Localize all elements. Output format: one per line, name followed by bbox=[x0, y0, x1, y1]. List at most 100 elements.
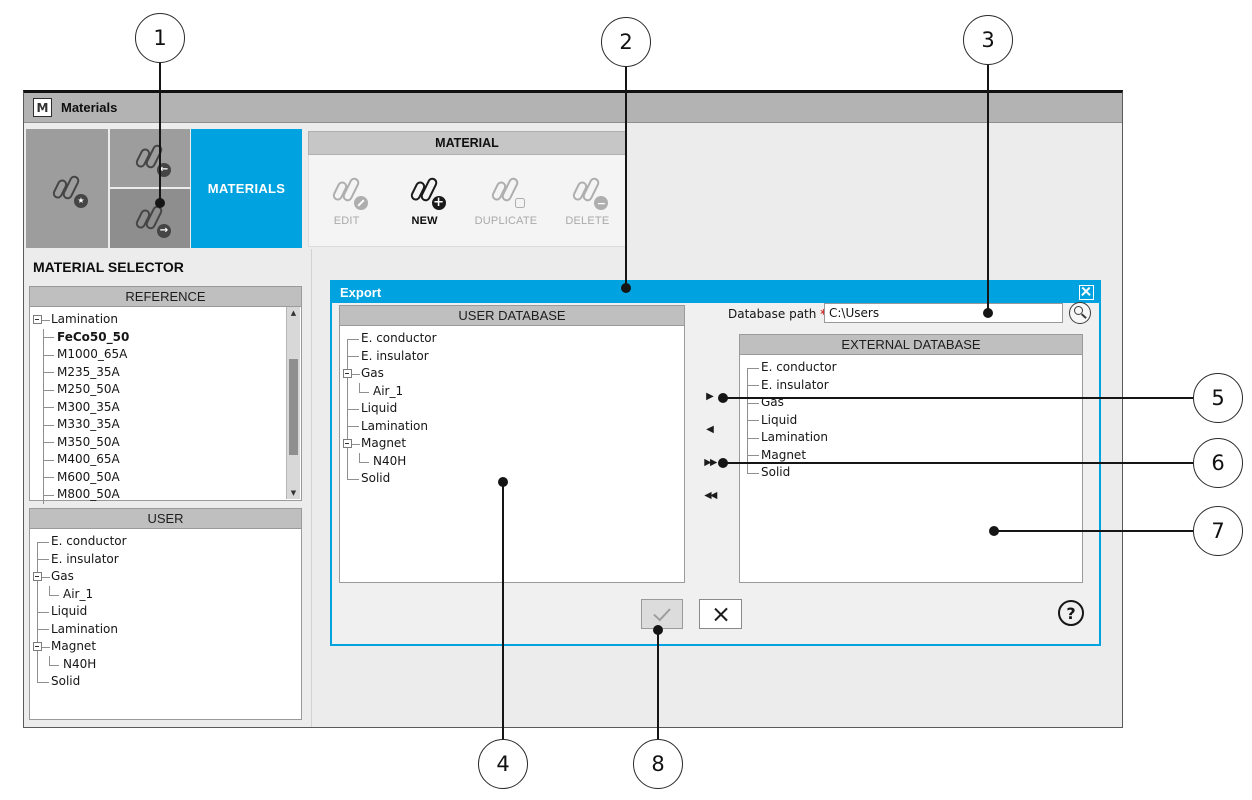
external-database-tree: E. conductor E. insulator Gas bbox=[740, 355, 1082, 482]
tree-item[interactable]: E. insulator bbox=[740, 376, 1082, 394]
material-group-button[interactable]: DELETE bbox=[559, 174, 615, 227]
tree-collapse-box-icon[interactable] bbox=[32, 315, 42, 324]
callout-circle-3: 3 bbox=[963, 15, 1013, 65]
database-path-input[interactable] bbox=[824, 303, 1063, 323]
tree-item[interactable]: M235_35A bbox=[30, 363, 287, 381]
transfer-arrow-button[interactable]: ▶▶ bbox=[704, 456, 717, 468]
tree-item[interactable]: Magnet bbox=[740, 446, 1082, 464]
transfer-arrow-button[interactable]: ◀◀ bbox=[704, 489, 717, 501]
tree-item-label: Gas bbox=[51, 569, 74, 583]
ribbon: MATERIALS MATERIAL EDIT bbox=[24, 122, 1122, 249]
tree-connector-tick bbox=[347, 356, 359, 357]
tree-item[interactable]: M800_50A bbox=[30, 486, 287, 504]
tree-item[interactable]: Lamination bbox=[30, 620, 301, 638]
help-icon[interactable]: ? bbox=[1058, 600, 1084, 626]
tree-item[interactable]: E. conductor bbox=[740, 359, 1082, 377]
tree-item[interactable]: M300_35A bbox=[30, 398, 287, 416]
tree-item[interactable]: Gas bbox=[740, 394, 1082, 412]
scrollbar-thumb[interactable] bbox=[288, 359, 298, 455]
tree-connector-tick bbox=[43, 372, 54, 373]
material-group-button[interactable]: DUPLICATE bbox=[475, 174, 538, 227]
callout-circle-2: 2 bbox=[601, 17, 651, 67]
close-icon[interactable] bbox=[1079, 284, 1094, 300]
tree-connector-tick bbox=[37, 559, 49, 560]
tree-item[interactable]: E. conductor bbox=[30, 533, 301, 551]
import-materials-button[interactable] bbox=[110, 129, 190, 187]
tree-connector-line bbox=[37, 655, 38, 673]
tree-collapse-box-icon[interactable] bbox=[32, 642, 42, 651]
tree-collapse-box-icon[interactable] bbox=[342, 369, 352, 378]
tree-item[interactable]: M1000_65A bbox=[30, 346, 287, 364]
tree-item[interactable]: Solid bbox=[740, 464, 1082, 482]
material-group-button[interactable]: EDIT bbox=[319, 174, 375, 227]
database-path-label: Database path * bbox=[728, 307, 826, 321]
tree-connector-tick bbox=[347, 426, 359, 427]
tree-item[interactable]: M330_35A bbox=[30, 416, 287, 434]
user-panel-header: USER bbox=[30, 509, 301, 529]
tree-item[interactable]: Solid bbox=[340, 470, 684, 488]
export-dialog: Export USER DATABASE E. conductor E. ins… bbox=[330, 280, 1101, 646]
scroll-up-icon[interactable]: ▲ bbox=[290, 309, 297, 317]
cancel-button[interactable] bbox=[699, 599, 742, 629]
ok-button[interactable] bbox=[641, 599, 683, 629]
callout-line-4 bbox=[502, 482, 504, 739]
tree-item[interactable]: Air_1 bbox=[340, 382, 684, 400]
external-database-header: EXTERNAL DATABASE bbox=[740, 335, 1082, 355]
tree-connector-tick bbox=[747, 455, 759, 456]
material-group-button-label: DELETE bbox=[565, 215, 610, 227]
tree-item[interactable]: M350_50A bbox=[30, 433, 287, 451]
export-materials-button[interactable] bbox=[110, 189, 190, 248]
tree-item[interactable]: E. insulator bbox=[30, 550, 301, 568]
tree-connector-tick bbox=[359, 382, 369, 393]
tree-item[interactable]: Gas bbox=[30, 568, 301, 586]
tree-item-label: M235_35A bbox=[57, 364, 120, 379]
tree-item[interactable]: M600_50A bbox=[30, 468, 287, 486]
tree-item[interactable]: E. conductor bbox=[340, 330, 684, 348]
callout-dot-8 bbox=[653, 625, 663, 635]
tree-item[interactable]: N40H bbox=[340, 452, 684, 470]
tree-connector-tick bbox=[43, 494, 54, 496]
tree-item[interactable]: Liquid bbox=[340, 400, 684, 418]
tree-connector-tick bbox=[49, 585, 59, 596]
tree-connector-line bbox=[37, 673, 38, 682]
tree-item[interactable]: M400_65A bbox=[30, 451, 287, 469]
material-action-icon bbox=[487, 174, 525, 208]
tree-item[interactable]: M250_50A bbox=[30, 381, 287, 399]
tree-collapse-box-icon[interactable] bbox=[32, 572, 42, 581]
tree-item[interactable]: Solid bbox=[30, 673, 301, 691]
transfer-arrow-button[interactable]: ▶ bbox=[706, 390, 714, 402]
reference-scrollbar[interactable]: ▲ ▼ bbox=[286, 307, 300, 499]
tree-item[interactable]: Lamination bbox=[340, 417, 684, 435]
tree-item[interactable]: Magnet bbox=[30, 638, 301, 656]
browse-magnifier-icon[interactable] bbox=[1069, 302, 1091, 324]
tab-materials[interactable]: MATERIALS bbox=[191, 129, 302, 248]
material-export-arrow-right-icon bbox=[131, 202, 171, 238]
export-dialog-titlebar[interactable]: Export bbox=[332, 282, 1099, 303]
tree-collapse-box-icon[interactable] bbox=[342, 439, 352, 448]
tree-item[interactable]: Air_1 bbox=[30, 585, 301, 603]
reference-panel: REFERENCE Lamination FeCo50_50 bbox=[29, 286, 302, 504]
material-group-button-label: DUPLICATE bbox=[474, 215, 538, 227]
tree-item[interactable]: Gas bbox=[340, 365, 684, 383]
tree-item-label: Solid bbox=[761, 465, 791, 479]
materials-star-tile-button[interactable] bbox=[26, 129, 108, 248]
tree-item[interactable]: N40H bbox=[30, 655, 301, 673]
callout-circle-6: 6 bbox=[1193, 438, 1243, 488]
tree-item[interactable]: Lamination bbox=[740, 429, 1082, 447]
tree-item-label: Air_1 bbox=[373, 383, 404, 398]
tree-item-label: Air_1 bbox=[63, 586, 94, 601]
scroll-down-icon[interactable]: ▼ bbox=[290, 489, 297, 497]
material-group-button[interactable]: NEW bbox=[397, 174, 453, 227]
tree-item[interactable]: Magnet bbox=[340, 435, 684, 453]
tree-item[interactable]: Liquid bbox=[740, 411, 1082, 429]
window-titlebar[interactable]: M Materials bbox=[24, 93, 1122, 123]
tree-item[interactable]: Liquid bbox=[30, 603, 301, 621]
tree-connector-tick bbox=[347, 338, 359, 340]
tree-item[interactable]: E. insulator bbox=[340, 347, 684, 365]
material-import-arrow-left-icon bbox=[131, 141, 171, 177]
tree-connector-tick bbox=[347, 408, 359, 410]
transfer-arrow-button[interactable]: ◀ bbox=[706, 423, 714, 435]
tree-item[interactable]: FeCo50_50 bbox=[30, 328, 287, 346]
tree-item[interactable]: Lamination bbox=[30, 311, 287, 329]
tree-item-label: E. conductor bbox=[361, 331, 437, 345]
